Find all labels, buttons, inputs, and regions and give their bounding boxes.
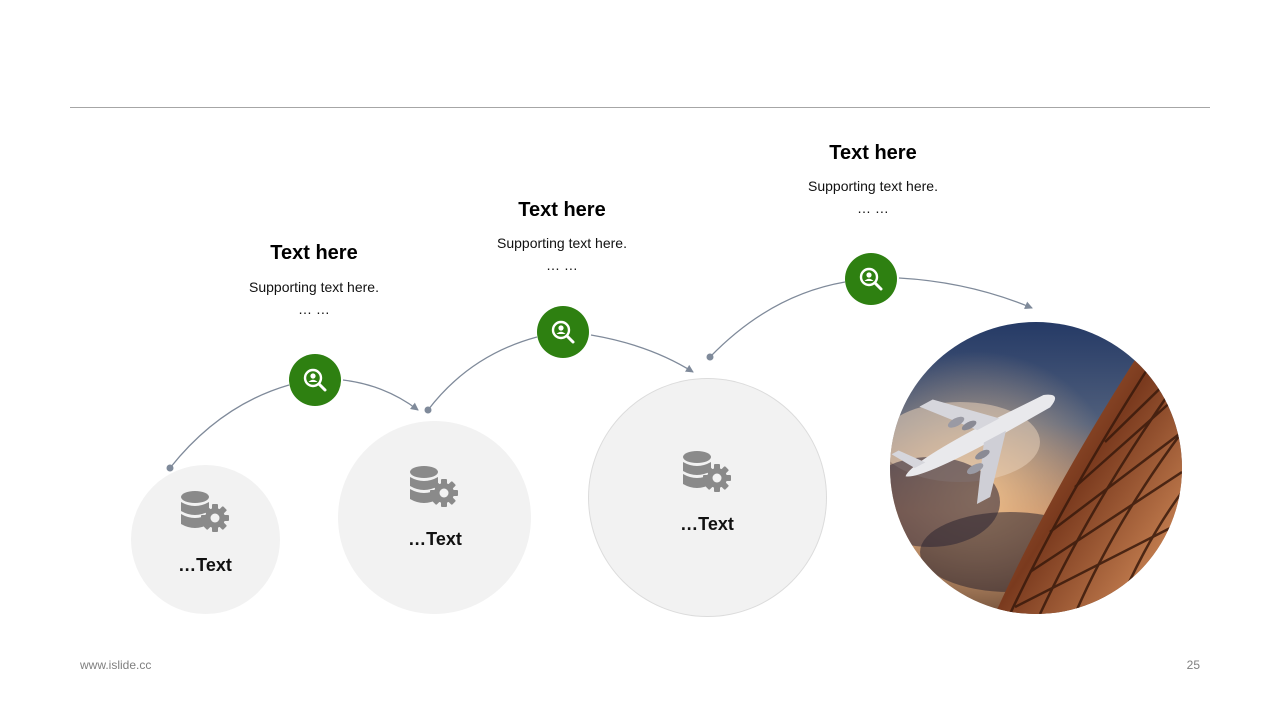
- user-search-icon: [303, 368, 327, 392]
- step-3-heading: Text here: [829, 142, 917, 164]
- step-2-label: …Text: [408, 529, 462, 549]
- database-gear-icon: [410, 466, 458, 507]
- airplane-building-photo: [890, 322, 1182, 614]
- step-3-support-line-2: … …: [857, 200, 889, 216]
- badge-step-1: [289, 354, 341, 406]
- step-3-supporting-text: Supporting text here. … …: [743, 175, 1003, 219]
- step-2-circle: [338, 421, 531, 614]
- database-gear-icon: [683, 451, 731, 492]
- step-1-heading: Text here: [270, 242, 358, 264]
- badge-step-2: [537, 306, 589, 358]
- step-3-support-line-1: Supporting text here.: [808, 178, 938, 194]
- connector-arc-3b: [898, 277, 1033, 309]
- step-3-circle: [589, 379, 826, 616]
- step-2-supporting-text: Supporting text here. … …: [432, 232, 692, 276]
- step-2-heading: Text here: [518, 199, 606, 221]
- step-1-support-line-1: Supporting text here.: [249, 279, 379, 295]
- step-2-support-line-1: Supporting text here.: [497, 235, 627, 251]
- step-1-label: …Text: [178, 555, 232, 575]
- connector-arc-2a: [427, 336, 538, 411]
- step-1-supporting-text: Supporting text here. … …: [184, 276, 444, 320]
- user-search-icon: [859, 267, 883, 291]
- connector-arc-2b: [590, 334, 694, 373]
- connector-arc-1a: [169, 384, 290, 469]
- page-number: 25: [1186, 658, 1200, 672]
- step-1-circle: [131, 465, 280, 614]
- top-divider: [70, 107, 1210, 108]
- connector-start-dot-2: [424, 406, 432, 414]
- connector-arc-3a: [709, 281, 846, 358]
- footer-url: www.islide.cc: [80, 658, 152, 672]
- step-2-support-line-2: … …: [546, 257, 578, 273]
- connector-arc-1b: [342, 379, 419, 411]
- badge-step-3: [845, 253, 897, 305]
- database-gear-icon: [181, 491, 229, 532]
- connector-start-dot-3: [706, 353, 714, 361]
- step-1-support-line-2: … …: [298, 301, 330, 317]
- step-3-label: …Text: [680, 514, 734, 534]
- connector-start-dot-1: [166, 464, 174, 472]
- user-search-icon: [551, 320, 575, 344]
